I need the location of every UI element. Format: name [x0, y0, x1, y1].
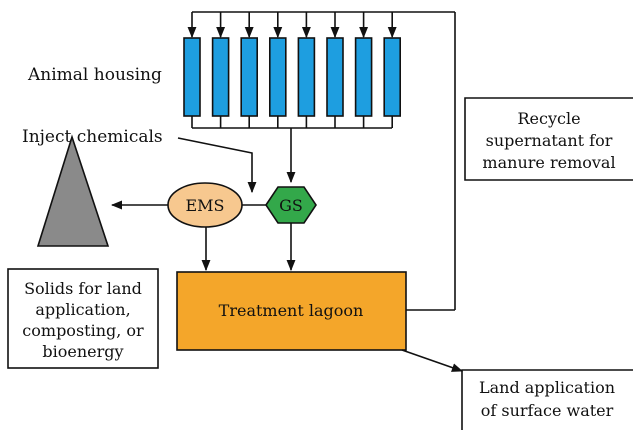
- inject-chemicals-label: Inject chemicals: [22, 127, 163, 147]
- housing-collection-lines: [191, 116, 394, 184]
- animal-housing-units: [183, 37, 402, 117]
- lagoon-to-land-arrow: [401, 349, 464, 372]
- land-application-box: Land application of surface water: [461, 369, 633, 430]
- land-app-line-1: Land application: [479, 378, 615, 397]
- ems-node: EMS: [167, 182, 243, 228]
- recycle-line-2: supernatant for: [486, 131, 613, 150]
- treatment-lagoon-label: Treatment lagoon: [219, 301, 364, 320]
- recycle-line-1: Recycle: [517, 109, 580, 128]
- solids-line-2: application,: [35, 300, 130, 319]
- animal-housing-unit: [354, 37, 373, 117]
- land-app-line-2: of surface water: [481, 401, 614, 420]
- ems-label: EMS: [185, 196, 224, 215]
- recycle-distribution-lines: [187, 11, 456, 311]
- treatment-lagoon: Treatment lagoon: [176, 271, 407, 351]
- solids-box: Solids for land application, composting,…: [7, 268, 159, 369]
- animal-housing-label: Animal housing: [27, 65, 162, 85]
- gs-node: GS: [265, 186, 317, 224]
- inject-arrow: [177, 137, 257, 194]
- solids-line-1: Solids for land: [24, 279, 142, 298]
- solids-line-3: composting, or: [22, 321, 144, 340]
- animal-housing-unit: [240, 37, 258, 117]
- animal-housing-unit: [183, 37, 201, 117]
- animal-housing-unit: [326, 37, 344, 117]
- solids-line-4: bioenergy: [42, 342, 123, 361]
- animal-housing-unit: [297, 37, 316, 117]
- animal-housing-unit: [211, 37, 230, 117]
- gs-label: GS: [279, 196, 303, 215]
- solids-pile-icon: [36, 134, 110, 247]
- animal-housing-unit: [383, 37, 402, 117]
- animal-housing-unit: [268, 37, 287, 117]
- recycle-box: Recycle supernatant for manure removal: [464, 97, 633, 181]
- recycle-line-3: manure removal: [482, 153, 615, 172]
